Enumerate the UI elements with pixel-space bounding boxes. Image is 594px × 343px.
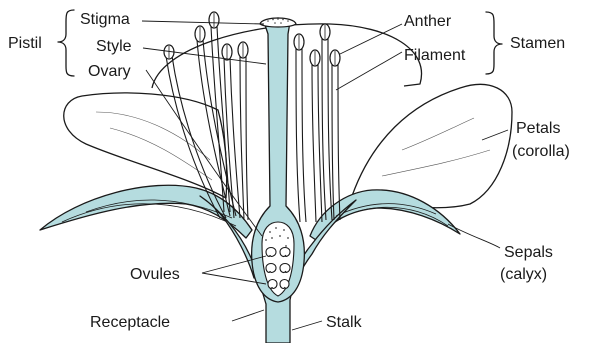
label-sepals: Sepals <box>504 244 553 261</box>
label-anther: Anther <box>404 13 452 30</box>
leader-sepals <box>448 224 500 248</box>
label-stalk: Stalk <box>326 314 363 331</box>
leader-receptacle <box>232 310 264 321</box>
label-stigma: Stigma <box>80 11 130 28</box>
label-pistil: Pistil <box>8 35 42 52</box>
label-calyx: (calyx) <box>500 266 547 283</box>
stamen-brace <box>486 12 502 74</box>
label-ovules: Ovules <box>130 266 180 283</box>
label-style: Style <box>96 38 132 55</box>
sepals <box>40 185 460 240</box>
label-corolla: (corolla) <box>512 143 570 160</box>
label-filament: Filament <box>404 47 466 64</box>
petal-right <box>352 84 512 207</box>
label-stamen: Stamen <box>510 35 565 52</box>
leader-stalk <box>292 321 322 330</box>
label-petals: Petals <box>516 120 560 137</box>
label-receptacle: Receptacle <box>90 314 170 331</box>
leader-stigma <box>142 21 264 24</box>
pistil-brace <box>58 10 74 76</box>
label-ovary: Ovary <box>88 63 131 80</box>
